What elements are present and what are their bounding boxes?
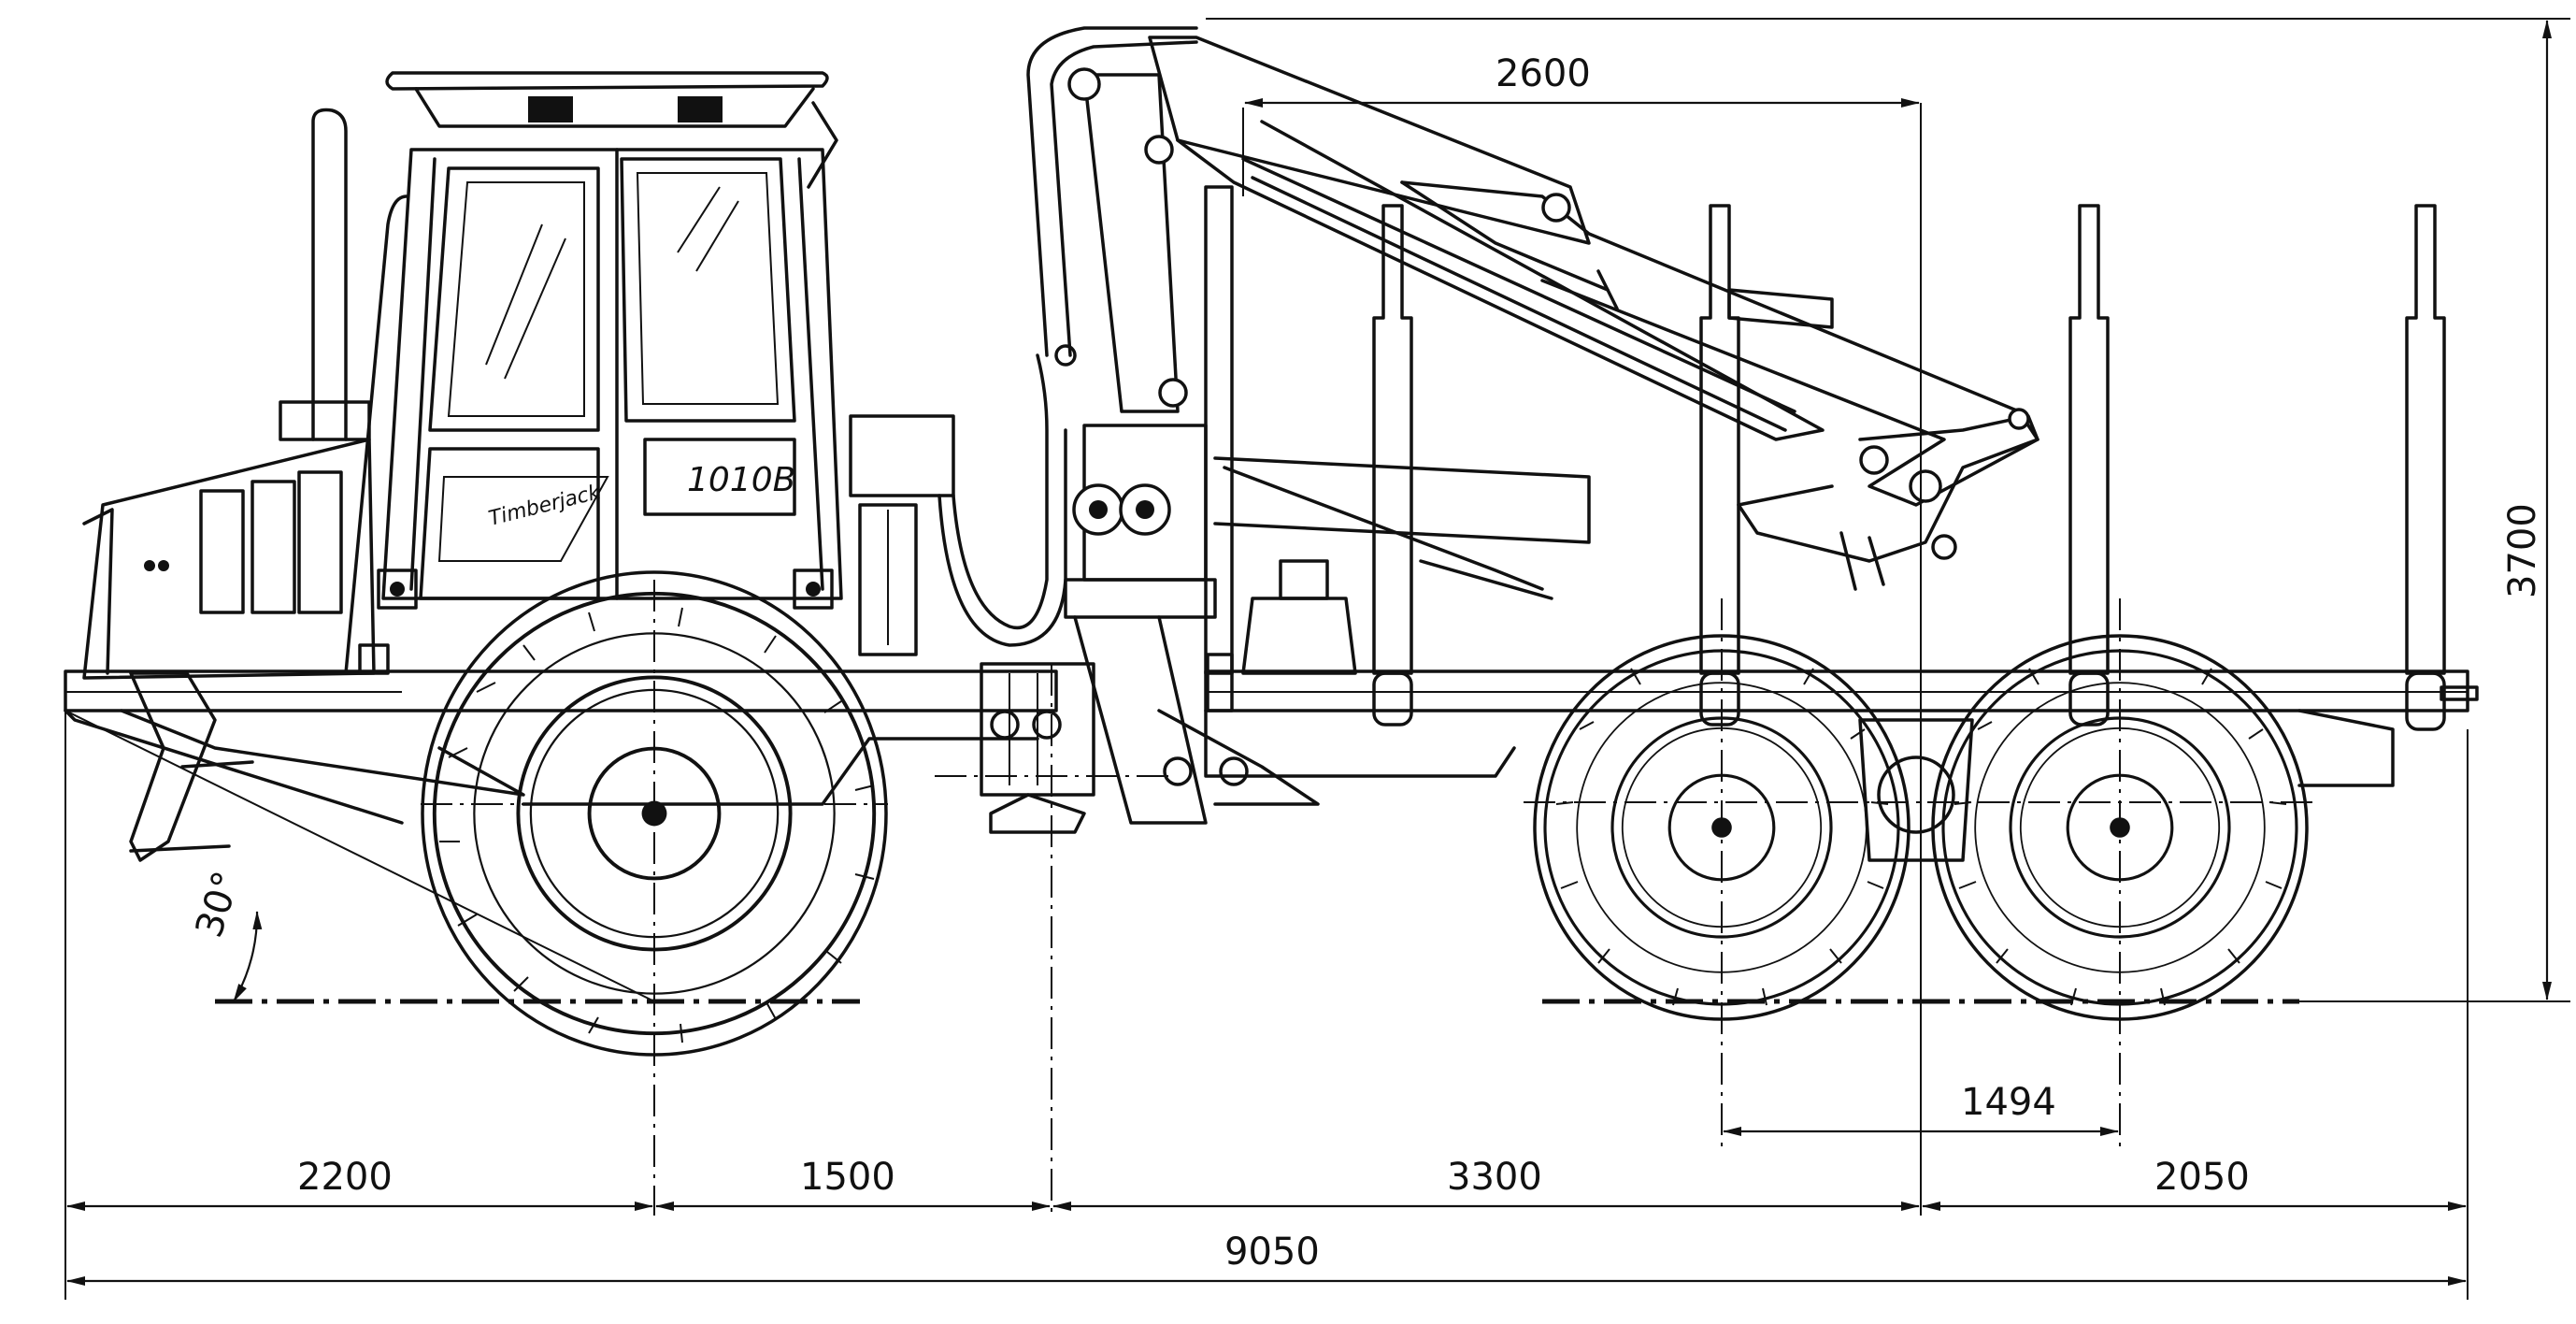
crane — [1026, 26, 2039, 825]
cab: Timberjack 1010B — [344, 71, 843, 675]
articulation-joint — [849, 353, 1095, 834]
centerlines — [421, 103, 2318, 1216]
dim-front-overhang: 2200 — [297, 1156, 393, 1199]
approach-angle-label: 30° — [188, 866, 250, 943]
brand-label: Timberjack — [486, 481, 604, 531]
dim-rear-overhang: 2050 — [2154, 1156, 2250, 1199]
dim-height: 3700 — [2501, 503, 2544, 598]
dim-joint-to-bogie: 3300 — [1447, 1156, 1542, 1199]
front-frame — [64, 108, 1058, 862]
model-label: 1010B — [687, 461, 795, 499]
dim-bogie-spacing: 1494 — [1961, 1081, 2056, 1124]
load-bunk — [1204, 185, 2479, 862]
dim-crane-reach: 2600 — [1496, 52, 1591, 95]
dimension-lines: 2200 1500 3300 2050 9050 2600 1494 3700 — [66, 18, 2570, 1300]
dim-total-length: 9050 — [1224, 1230, 1320, 1274]
dim-front-axle-to-joint: 1500 — [800, 1156, 895, 1199]
